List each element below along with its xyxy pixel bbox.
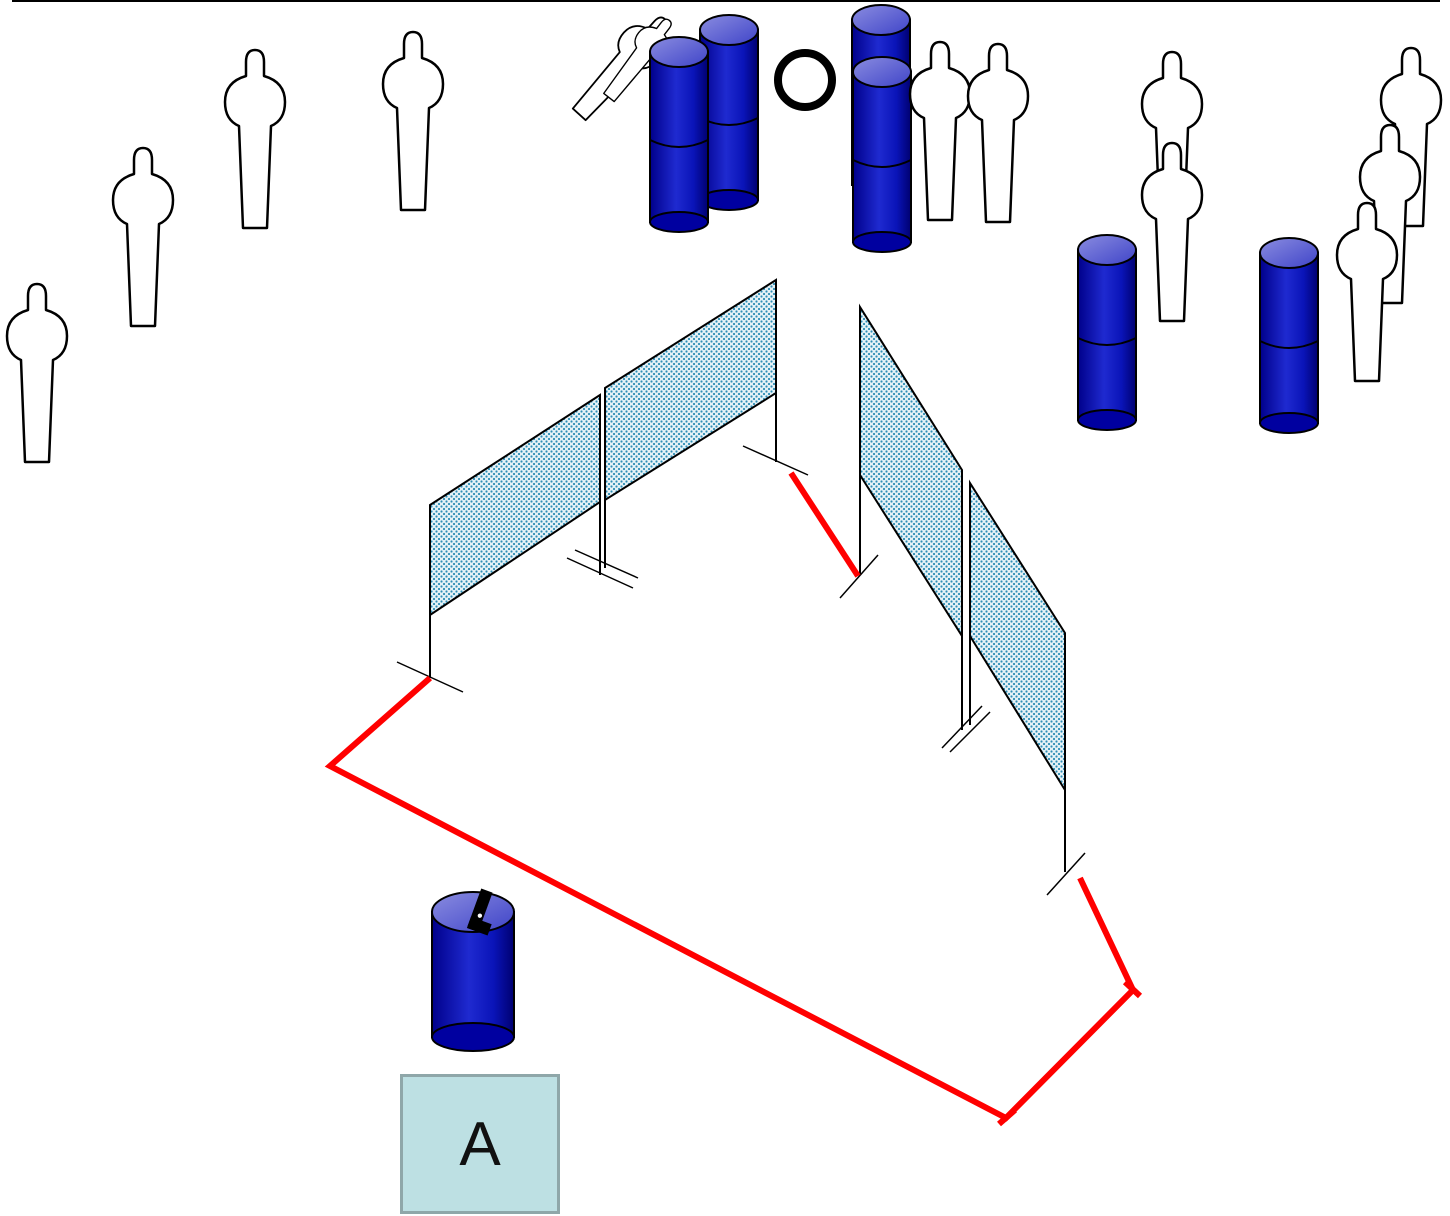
ring-steel-icon bbox=[774, 49, 836, 111]
wall-left bbox=[396, 393, 639, 693]
paper-target-icon bbox=[381, 30, 445, 212]
handgun-icon bbox=[466, 888, 493, 936]
paper-target-icon bbox=[1140, 141, 1204, 323]
paper-target-icon bbox=[908, 40, 972, 222]
barrel-stack bbox=[851, 4, 912, 253]
start-position-box: A bbox=[400, 1074, 560, 1214]
start-position-label: A bbox=[459, 1109, 501, 1179]
paper-target-icon bbox=[111, 146, 175, 328]
mesh-wall-icon bbox=[969, 479, 1066, 794]
barrel-icon bbox=[649, 36, 709, 233]
wall-right bbox=[949, 479, 1086, 896]
mesh-wall-icon bbox=[859, 303, 963, 640]
paper-target-icon bbox=[223, 48, 287, 230]
mesh-wall-icon bbox=[429, 393, 601, 617]
barrel-icon bbox=[852, 56, 912, 253]
fault-line bbox=[788, 471, 861, 578]
paper-target-icon bbox=[966, 42, 1030, 224]
fault-line-tick bbox=[1122, 979, 1143, 999]
mesh-wall-icon bbox=[604, 278, 777, 502]
wall-center-right bbox=[839, 303, 983, 749]
wall-center-left bbox=[604, 278, 809, 568]
fault-line-tick bbox=[997, 1107, 1017, 1127]
barrel-icon bbox=[1259, 237, 1319, 434]
barrel-stack bbox=[649, 14, 759, 233]
barrel-icon bbox=[1077, 234, 1137, 431]
barrel-icon bbox=[699, 14, 759, 211]
paper-target-icon bbox=[5, 282, 69, 464]
start-barrel bbox=[431, 888, 515, 1052]
